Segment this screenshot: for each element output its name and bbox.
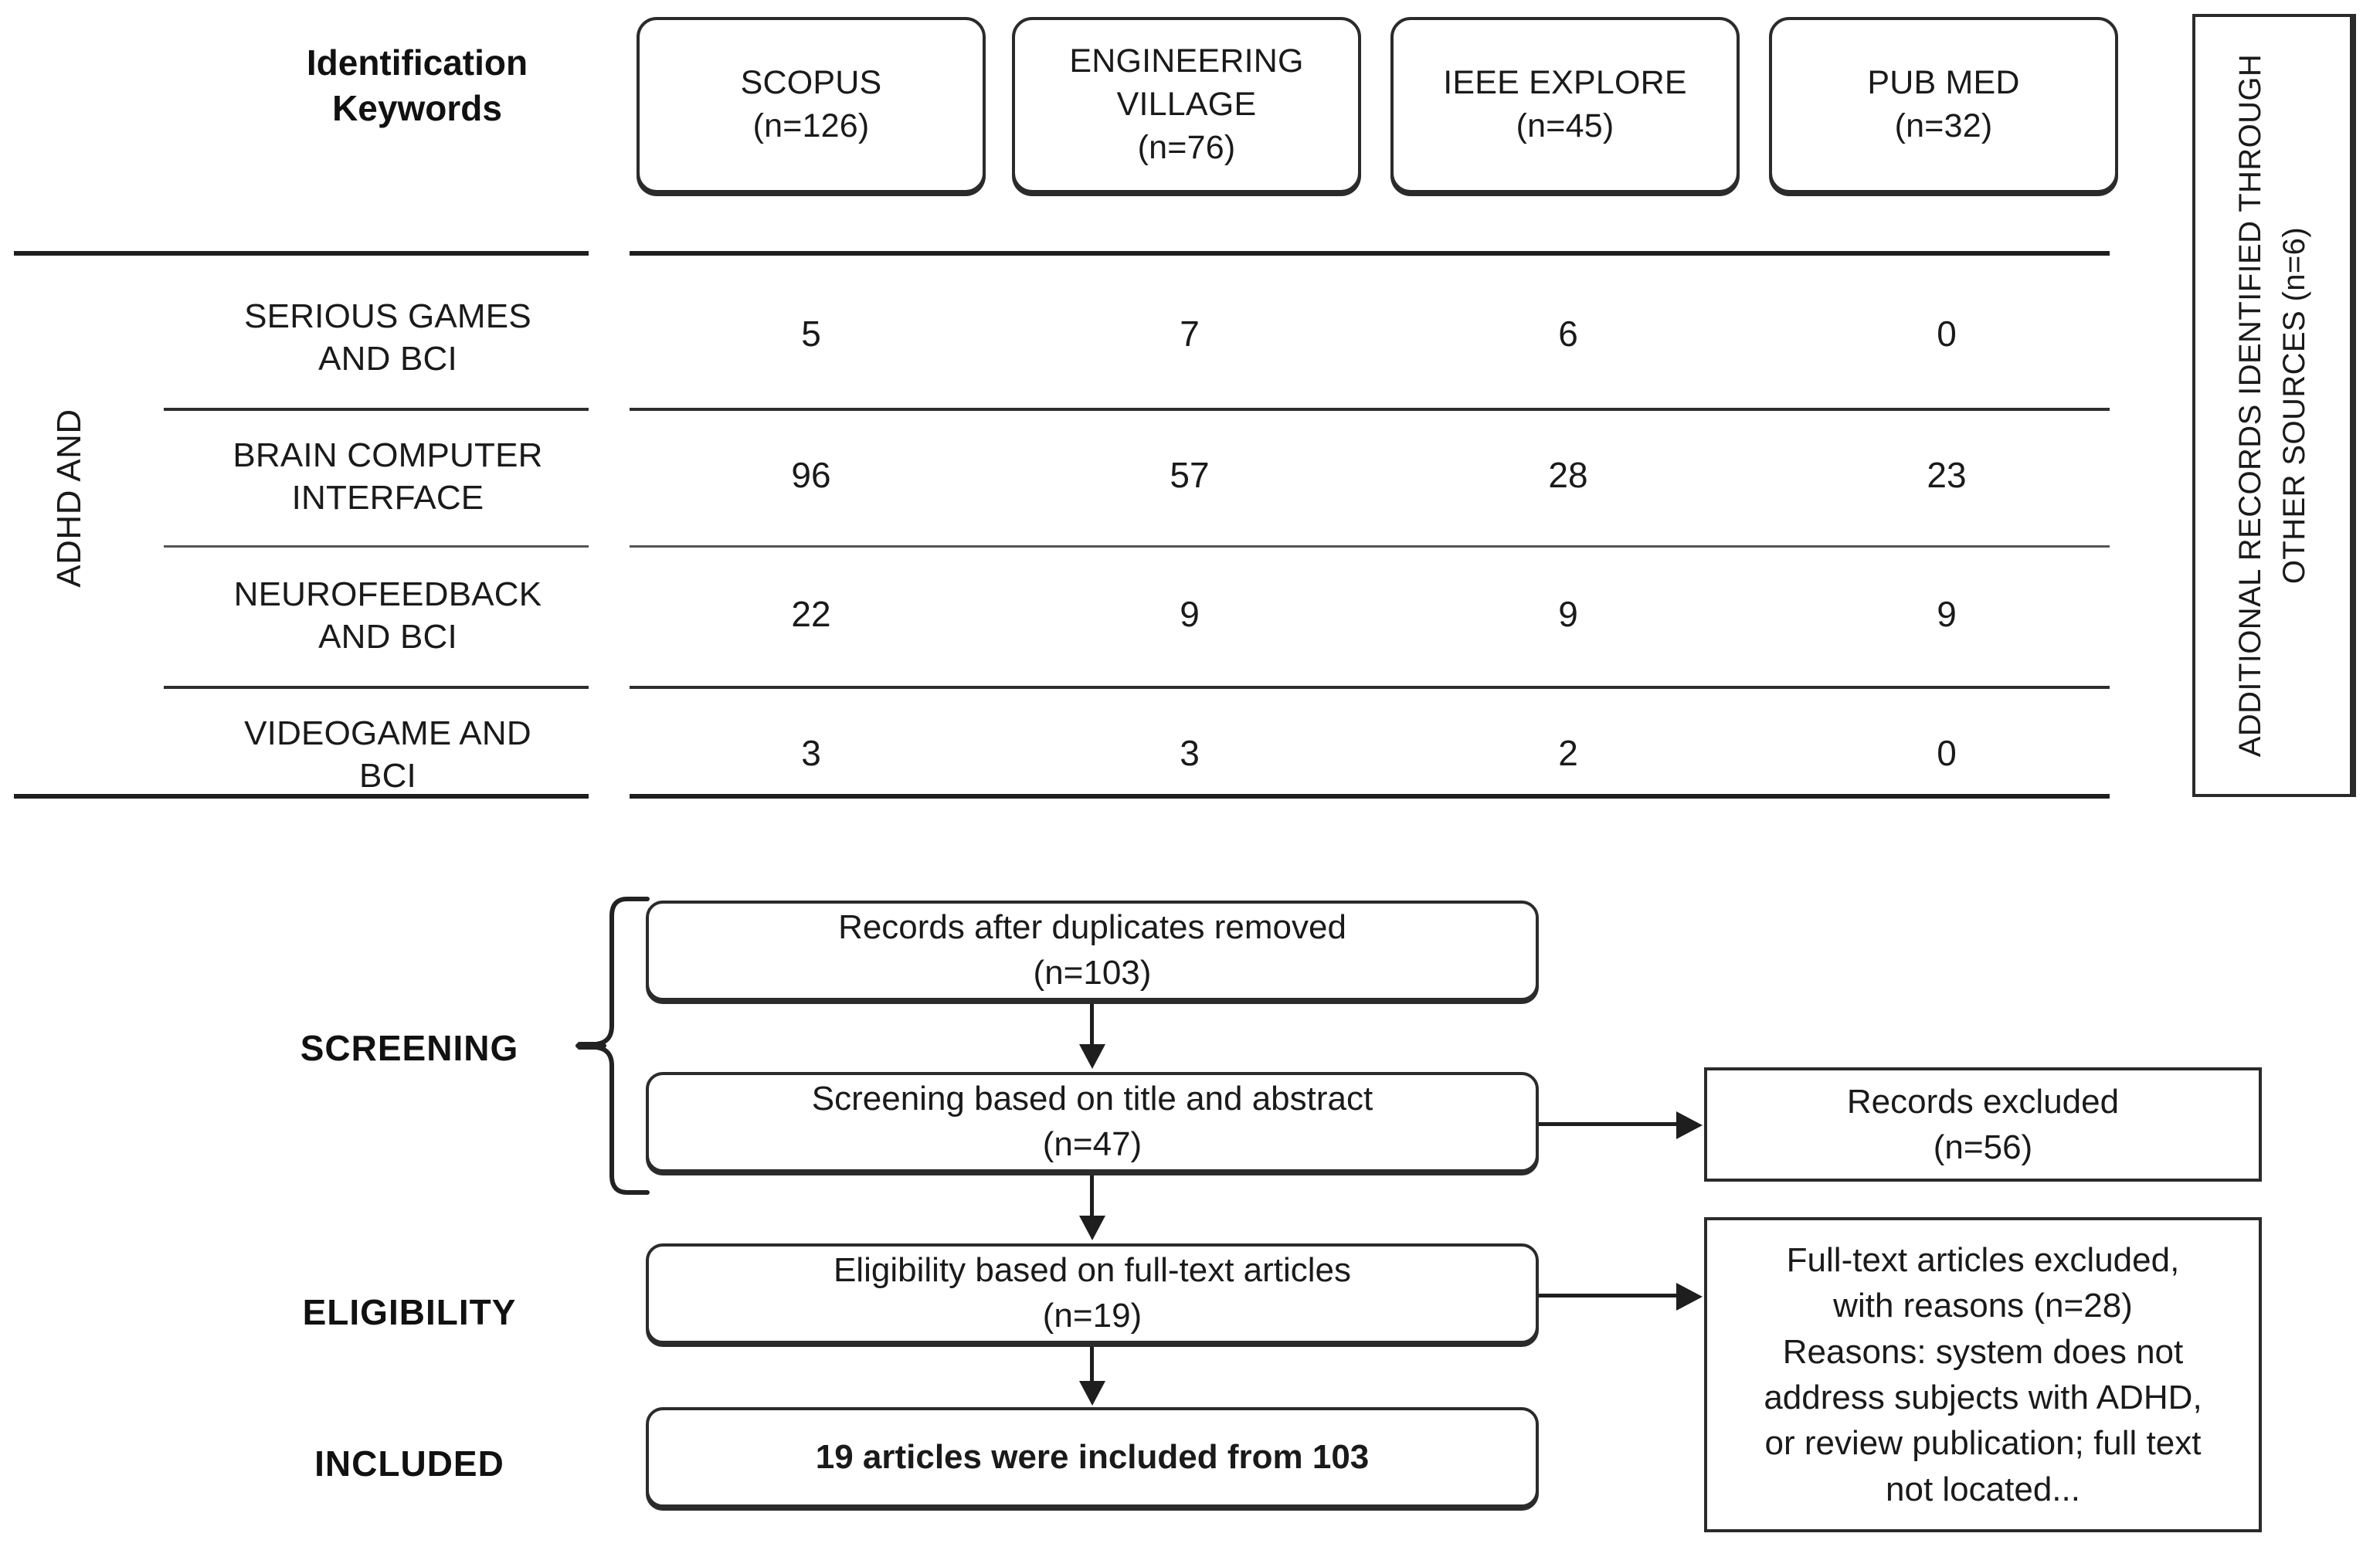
row-label-videogame-line2: BCI <box>359 757 416 795</box>
stage-label-included: INCLUDED <box>314 1443 504 1484</box>
row-label-brain-computer-line2: INTERFACE <box>291 479 484 517</box>
table-cell-r0-c1: 7 <box>1180 314 1200 354</box>
arrow-screening-to-eligibility-head <box>1079 1216 1105 1240</box>
table-cell-r3-c3: 0 <box>1937 733 1957 773</box>
table-rule-top-left <box>14 251 589 256</box>
arrow-eligibility-to-fulltext-excluded-head <box>1676 1283 1703 1311</box>
flow-box-screening-line1: Screening based on title and abstract <box>811 1080 1373 1118</box>
table-cell-r1-c2: 28 <box>1548 455 1588 495</box>
table-cell-r1-c0: 96 <box>791 455 831 495</box>
excluded-fulltext-line2: with reasons (n=28) <box>1833 1287 2133 1325</box>
excluded-fulltext-line4: address subjects with ADHD, <box>1764 1379 2202 1416</box>
table-rule-r3-right <box>630 686 2110 689</box>
flow-box-duplicates-line1: Records after duplicates removed <box>838 908 1346 947</box>
source-name-engineering-village-line2: VILLAGE <box>1116 86 1257 124</box>
row-label-neurofeedback-line2: AND BCI <box>318 618 457 656</box>
table-cell-r2-c3: 9 <box>1937 594 1957 634</box>
flow-box-included-line1: 19 articles were included from 103 <box>815 1437 1370 1476</box>
source-count-ieee-explore: (n=45) <box>1516 107 1614 144</box>
table-cell-r2-c0: 22 <box>791 594 831 634</box>
source-name-engineering-village-line1: ENGINEERING <box>1069 42 1304 80</box>
arrow-screening-to-records-excluded-shaft <box>1539 1122 1678 1126</box>
table-cell-r1-c1: 57 <box>1170 455 1210 495</box>
identification-label-line2: Keywords <box>332 87 502 128</box>
source-box-scopus[interactable]: SCOPUS (n=126) <box>637 17 986 193</box>
source-name-scopus: SCOPUS <box>740 64 882 102</box>
row-label-brain-computer-interface: BRAIN COMPUTER INTERFACE <box>187 434 589 520</box>
table-cell-r1-c3: 23 <box>1927 455 1967 495</box>
flow-box-duplicates-line2: (n=103) <box>1033 954 1152 992</box>
table-cell-r2-c2: 9 <box>1558 594 1578 634</box>
excluded-fulltext-line3: Reasons: system does not <box>1782 1332 2184 1371</box>
table-cell-r0-c0: 5 <box>801 314 821 354</box>
row-label-neurofeedback-and-bci: NEUROFEEDBACK AND BCI <box>187 573 589 659</box>
row-label-videogame-line1: VIDEOGAME AND <box>244 714 531 752</box>
row-label-neurofeedback-line1: NEUROFEEDBACK <box>233 575 542 613</box>
table-rule-bottom-left <box>14 794 589 799</box>
arrow-duplicates-to-screening-shaft <box>1090 1004 1094 1046</box>
excluded-records-line2: (n=56) <box>1933 1128 2033 1166</box>
table-rule-r3-left <box>164 686 589 689</box>
table-rule-r2-left <box>164 545 589 548</box>
source-count-scopus: (n=126) <box>752 107 870 144</box>
excluded-fulltext-line1: Full-text articles excluded, <box>1786 1240 2180 1279</box>
arrow-eligibility-to-included-shaft <box>1090 1347 1094 1384</box>
excluded-records-line1: Records excluded <box>1846 1082 2120 1121</box>
row-label-serious-games-line2: AND BCI <box>318 340 457 378</box>
arrow-screening-to-eligibility-shaft <box>1090 1175 1094 1217</box>
source-name-ieee-explore: IEEE EXPLORE <box>1443 64 1687 102</box>
additional-records-other-sources-label: ADDITIONAL RECORDS IDENTIFIED THROUGH OT… <box>2233 53 2311 758</box>
row-group-label-adhd-and: ADHD AND <box>50 409 88 588</box>
excluded-box-records[interactable]: Records excluded (n=56) <box>1704 1067 2262 1182</box>
arrow-duplicates-to-screening-head <box>1079 1044 1105 1069</box>
row-label-videogame-and-bci: VIDEOGAME AND BCI <box>187 712 589 798</box>
stage-label-eligibility: ELIGIBILITY <box>302 1292 517 1332</box>
identification-label-line1: Identification <box>306 42 528 83</box>
source-box-ieee-explore[interactable]: IEEE EXPLORE (n=45) <box>1390 17 1740 193</box>
additional-records-other-sources-box[interactable]: ADDITIONAL RECORDS IDENTIFIED THROUGH OT… <box>2192 14 2353 797</box>
identification-keywords-label: Identification Keywords <box>239 40 595 131</box>
flow-box-screening-line2: (n=47) <box>1042 1125 1142 1163</box>
source-count-pub-med: (n=32) <box>1894 107 1993 144</box>
table-rule-r1-left <box>164 408 589 411</box>
source-box-pub-med[interactable]: PUB MED (n=32) <box>1769 17 2118 193</box>
arrow-screening-to-records-excluded-head <box>1676 1111 1703 1139</box>
flow-box-records-after-duplicates[interactable]: Records after duplicates removed (n=103) <box>646 901 1539 1001</box>
table-cell-r3-c1: 3 <box>1180 733 1200 773</box>
arrow-eligibility-to-included-head <box>1079 1381 1105 1406</box>
table-rule-r1-right <box>630 408 2110 411</box>
stage-label-screening: SCREENING <box>300 1028 519 1068</box>
excluded-fulltext-line6: not located... <box>1886 1470 2080 1508</box>
screening-brace <box>575 897 650 1195</box>
table-cell-r0-c3: 0 <box>1937 314 1957 354</box>
source-count-engineering-village: (n=76) <box>1137 128 1236 166</box>
table-cell-r0-c2: 6 <box>1558 314 1578 354</box>
excluded-fulltext-line5: or review publication; full text <box>1764 1424 2202 1463</box>
row-label-brain-computer-line1: BRAIN COMPUTER <box>233 436 543 474</box>
row-label-serious-games-line1: SERIOUS GAMES <box>244 297 531 335</box>
table-rule-top-right <box>630 251 2110 256</box>
source-name-pub-med: PUB MED <box>1867 64 2020 102</box>
flow-box-included[interactable]: 19 articles were included from 103 <box>646 1407 1539 1508</box>
flow-box-screening-title-abstract[interactable]: Screening based on title and abstract (n… <box>646 1072 1539 1172</box>
row-label-serious-games-and-bci: SERIOUS GAMES AND BCI <box>187 295 589 381</box>
flow-box-eligibility-line1: Eligibility based on full-text articles <box>833 1251 1352 1290</box>
flow-box-eligibility-full-text[interactable]: Eligibility based on full-text articles … <box>646 1243 1539 1344</box>
table-rule-bottom-right <box>630 794 2110 799</box>
table-rule-r2-right <box>630 545 2110 548</box>
arrow-eligibility-to-fulltext-excluded-shaft <box>1539 1294 1678 1298</box>
table-cell-r3-c0: 3 <box>801 733 821 773</box>
source-box-engineering-village[interactable]: ENGINEERING VILLAGE (n=76) <box>1012 17 1361 193</box>
excluded-box-full-text[interactable]: Full-text articles excluded, with reason… <box>1704 1217 2262 1532</box>
table-cell-r3-c2: 2 <box>1558 733 1578 773</box>
table-cell-r2-c1: 9 <box>1180 594 1200 634</box>
flow-box-eligibility-line2: (n=19) <box>1042 1297 1142 1335</box>
